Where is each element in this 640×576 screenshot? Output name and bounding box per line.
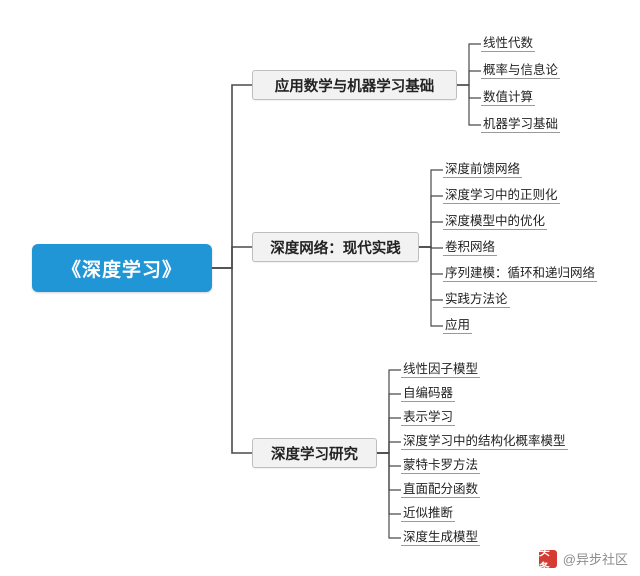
leaf-node[interactable]: 直面配分函数 xyxy=(401,482,481,498)
leaf-node[interactable]: 深度学习中的结构化概率模型 xyxy=(401,434,568,450)
leaf-node[interactable]: 线性代数 xyxy=(481,36,536,52)
branch-node-2[interactable]: 深度网络：现代实践 xyxy=(252,232,419,262)
leaf-node[interactable]: 线性因子模型 xyxy=(401,362,481,378)
leaf-node[interactable]: 深度前馈网络 xyxy=(443,162,523,178)
leaf-node[interactable]: 蒙特卡罗方法 xyxy=(401,458,481,474)
branch-node-3[interactable]: 深度学习研究 xyxy=(252,438,377,468)
root-node[interactable]: 《深度学习》 xyxy=(32,244,212,292)
leaf-node[interactable]: 近似推断 xyxy=(401,506,456,522)
leaf-node[interactable]: 概率与信息论 xyxy=(481,63,561,79)
leaf-node[interactable]: 实践方法论 xyxy=(443,292,510,308)
leaf-node[interactable]: 深度模型中的优化 xyxy=(443,214,548,230)
leaf-node[interactable]: 序列建模：循环和递归网络 xyxy=(443,266,598,282)
leaf-node[interactable]: 深度学习中的正则化 xyxy=(443,188,560,204)
leaf-node[interactable]: 自编码器 xyxy=(401,386,456,402)
toutiao-logo-icon: 头条 xyxy=(538,546,557,574)
leaf-node[interactable]: 数值计算 xyxy=(481,90,536,106)
leaf-node[interactable]: 应用 xyxy=(443,318,473,334)
leaf-node[interactable]: 深度生成模型 xyxy=(401,530,481,546)
branch-node-1[interactable]: 应用数学与机器学习基础 xyxy=(252,70,457,100)
watermark-text: @异步社区 xyxy=(562,552,628,567)
leaf-node[interactable]: 表示学习 xyxy=(401,410,456,426)
watermark: 头条 @异步社区 xyxy=(538,546,628,574)
leaf-node[interactable]: 卷积网络 xyxy=(443,240,498,256)
leaf-node[interactable]: 机器学习基础 xyxy=(481,117,561,133)
